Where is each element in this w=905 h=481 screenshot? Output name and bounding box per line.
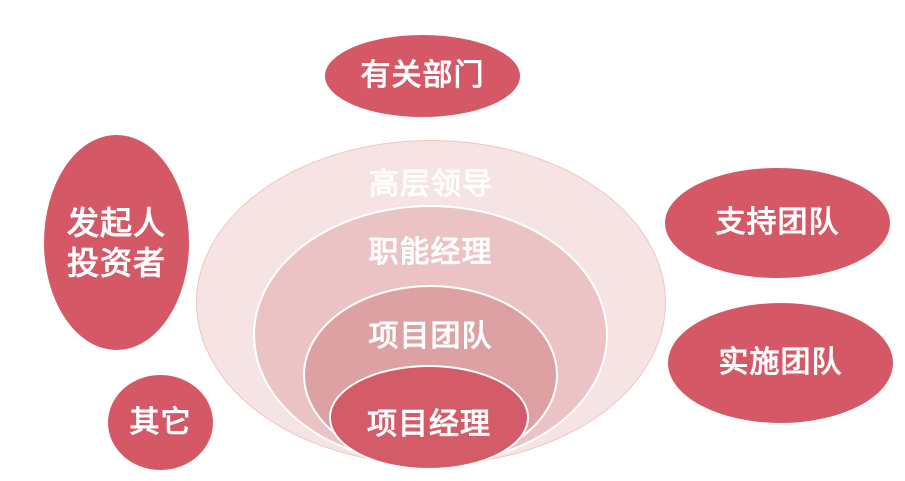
bubble-support-team-label: 支持团队: [715, 205, 840, 241]
ring-project-manager-label: 项目经理: [367, 407, 491, 442]
ring-project-manager: 项目经理: [329, 365, 529, 470]
bubble-implementation-team-label: 实施团队: [718, 345, 843, 381]
bubble-related-departments-label: 有关部门: [360, 58, 485, 94]
bubble-related-departments: 有关部门: [325, 35, 520, 117]
ring-functional-managers-label: 职能经理: [368, 235, 493, 270]
bubble-implementation-team: 实施团队: [668, 303, 893, 423]
bubble-support-team: 支持团队: [665, 168, 890, 278]
bubble-sponsor-investor-label: 发起人 投资者: [67, 203, 166, 283]
ring-senior-leadership-label: 高层领导: [369, 167, 493, 202]
bubble-investor-label: 投资者: [66, 243, 166, 282]
bubble-sponsor-investor: 发起人 投资者: [44, 135, 189, 350]
bubble-others-label: 其它: [129, 404, 192, 440]
ring-project-team-label: 项目团队: [368, 319, 493, 354]
bubble-sponsor-label: 发起人: [66, 203, 166, 242]
bubble-others: 其它: [108, 375, 213, 470]
